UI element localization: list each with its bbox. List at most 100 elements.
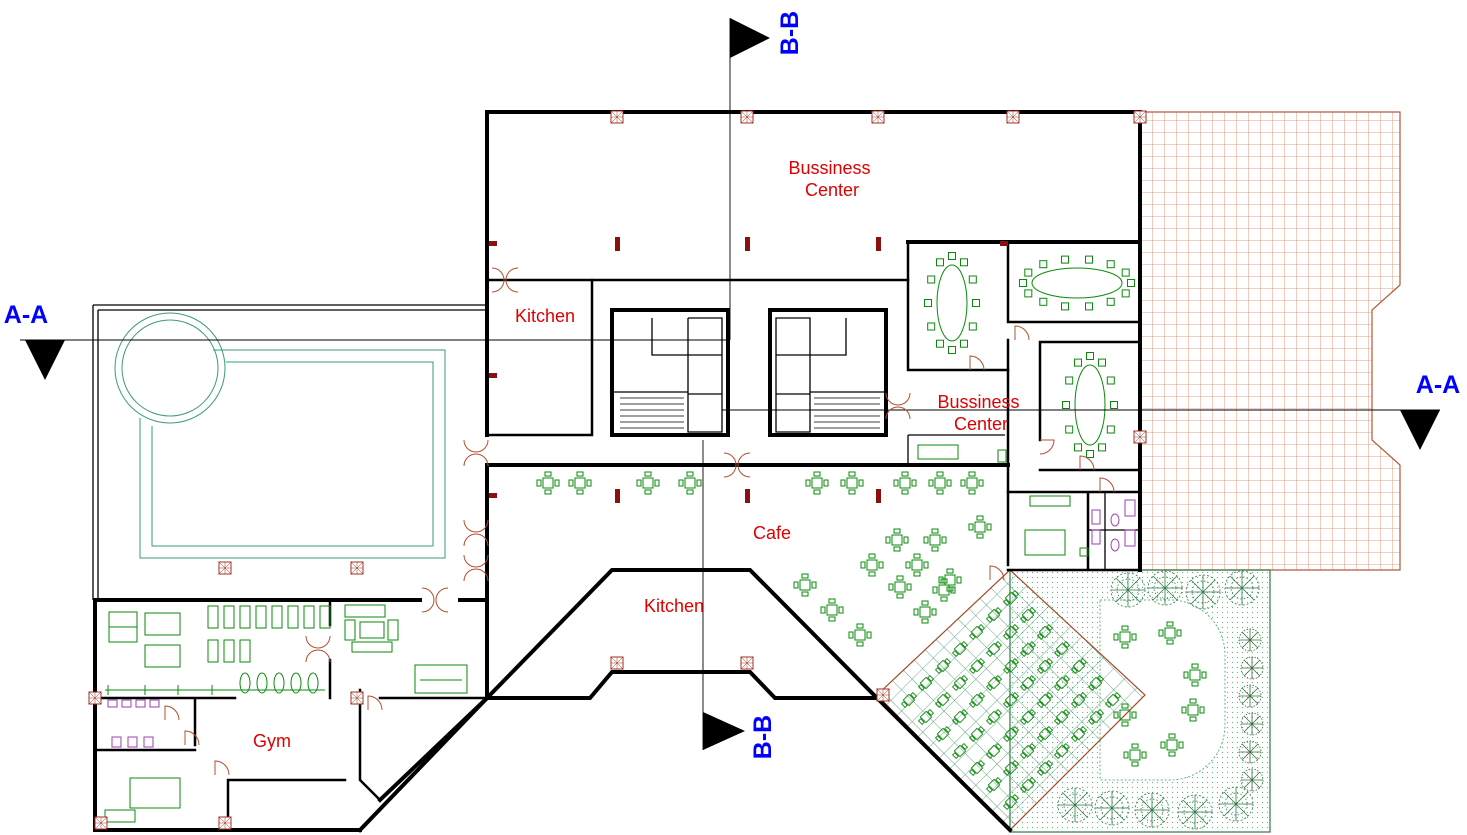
door: [164, 705, 180, 721]
cafe-table: [820, 598, 844, 622]
meeting-chair: [1127, 279, 1135, 287]
meeting-chair: [1024, 268, 1033, 277]
locker-fixture: [135, 699, 146, 708]
tree-icon: [1218, 786, 1254, 822]
double-door: [305, 635, 331, 663]
room-label-cafe: Cafe: [753, 523, 791, 543]
door: [1014, 325, 1030, 341]
column-marker: [610, 656, 624, 670]
tree-icon: [1094, 790, 1130, 826]
exercise-bike: [207, 639, 219, 663]
meeting-table: [1074, 364, 1106, 446]
locker-fixture: [149, 699, 160, 708]
meeting-chair: [1039, 297, 1048, 306]
meeting-chair: [1065, 425, 1074, 434]
toilet-fixture: [127, 736, 138, 748]
meeting-chair: [1098, 443, 1106, 452]
meeting-chair: [948, 252, 956, 260]
cafe-table: [860, 553, 884, 577]
cafe-table: [636, 471, 660, 495]
treadmill: [319, 605, 331, 629]
cafe-table: [938, 568, 962, 592]
column-marker: [876, 688, 890, 702]
cafe-table: [968, 515, 992, 539]
treadmill: [239, 605, 251, 629]
double-door: [463, 519, 489, 547]
roof-terrace: [1139, 111, 1401, 571]
walls: [93, 110, 1142, 833]
jacuzzi: [121, 319, 219, 417]
meeting-chair: [948, 346, 956, 354]
treadmill: [303, 605, 315, 629]
door: [969, 355, 985, 371]
meeting-chair: [960, 339, 968, 348]
cafe-table: [793, 573, 817, 597]
meeting-chair: [936, 258, 944, 267]
meeting-chair: [927, 322, 936, 331]
meeting-chair: [1061, 302, 1069, 311]
column-marker: [1133, 110, 1147, 124]
room-label-line: Center: [954, 414, 1008, 434]
tree-icon: [1224, 570, 1260, 606]
meeting-chair: [1019, 279, 1027, 287]
column-marker: [1133, 430, 1147, 444]
column-marker: [218, 561, 232, 575]
meeting-chair: [1061, 255, 1069, 264]
cafe-table: [568, 471, 592, 495]
core-left: [610, 308, 730, 437]
column-marker: [740, 656, 754, 670]
meeting-chair: [1106, 297, 1115, 306]
treadmill: [223, 605, 235, 629]
column-marker: [1006, 110, 1020, 124]
elevator-core: [614, 317, 884, 433]
meeting-chair: [968, 322, 977, 331]
structural-column: [615, 237, 620, 251]
shrub-icon: [1240, 656, 1264, 680]
pool-deck: [92, 304, 487, 600]
shrub-icon: [1240, 768, 1264, 792]
double-door: [885, 392, 911, 420]
treadmill: [255, 605, 267, 629]
tree-icon: [1185, 574, 1221, 610]
column-marker: [871, 110, 885, 124]
meeting-chair: [960, 258, 968, 267]
meeting-chair: [1086, 450, 1094, 458]
meeting-chair: [1039, 260, 1048, 269]
column-marker: [88, 691, 102, 705]
room-label-kitchen-upper: Kitchen: [515, 306, 575, 326]
tree-icon: [1110, 572, 1146, 608]
meeting-chair: [1098, 358, 1106, 367]
column-marker: [94, 816, 108, 830]
swimming-pool: [139, 349, 446, 559]
cafe-table: [840, 471, 864, 495]
meeting-chair: [1121, 268, 1130, 277]
meeting-chair: [927, 275, 936, 284]
garden-walkway: [1099, 599, 1226, 781]
door: [214, 760, 230, 776]
structural-column: [489, 241, 497, 246]
meeting-chair: [936, 339, 944, 348]
meeting-chair: [1074, 358, 1082, 367]
cafe-table: [905, 553, 929, 577]
meeting-chair: [968, 275, 977, 284]
section-label-bb-top: B-B: [776, 11, 804, 55]
meeting-chair: [1074, 443, 1082, 452]
tree-icon: [1147, 570, 1183, 606]
meeting-chair: [1106, 260, 1115, 269]
section-lines: [20, 18, 1440, 750]
tree-icon: [1057, 787, 1093, 823]
elliptical-trainer: [290, 672, 302, 694]
door: [1079, 455, 1095, 471]
column-marker: [610, 110, 624, 124]
door: [1039, 439, 1055, 455]
cafe-table: [893, 471, 917, 495]
column-marker: [350, 561, 364, 575]
meeting-chair: [1085, 302, 1093, 311]
cafe-table: [960, 471, 984, 495]
room-label-business-center-right: Bussiness Center: [937, 392, 1024, 434]
room-label-business-center-top: Bussiness Center: [788, 158, 875, 200]
tree-icon: [1177, 794, 1213, 830]
door: [1099, 477, 1115, 493]
locker-fixture: [121, 699, 132, 708]
